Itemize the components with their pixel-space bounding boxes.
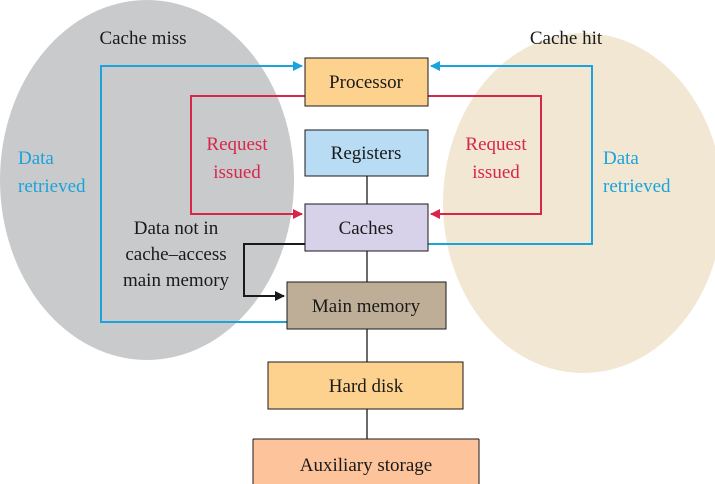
left-request-label: Request bbox=[206, 134, 268, 155]
left-retrieved-label: retrieved bbox=[18, 176, 86, 197]
request-issued-right-arrow bbox=[428, 95, 542, 219]
data-not-in-label: Data not in bbox=[134, 218, 219, 239]
left-data-label: Data bbox=[18, 148, 54, 169]
registers-label: Registers bbox=[331, 143, 402, 164]
main-memory-box: Main memory bbox=[286, 281, 447, 330]
auxiliary-storage-box: Auxiliary storage bbox=[252, 438, 480, 484]
cache-hit-title: Cache hit bbox=[530, 28, 603, 49]
data-retrieved-miss-arrow bbox=[100, 61, 303, 323]
main-memory-label: Main memory bbox=[312, 296, 421, 317]
processor-label: Processor bbox=[329, 72, 404, 93]
data-retrieved-hit-arrow bbox=[428, 61, 593, 245]
hard-disk-label: Hard disk bbox=[329, 376, 404, 397]
main-memory-annotation-label: main memory bbox=[123, 270, 230, 291]
hard-disk-box: Hard disk bbox=[267, 361, 464, 410]
cache-hit-region bbox=[443, 33, 715, 373]
caches-box: Caches bbox=[304, 203, 429, 252]
auxiliary-storage-label: Auxiliary storage bbox=[300, 455, 432, 476]
registers-box: Registers bbox=[304, 129, 429, 177]
right-retrieved-label: retrieved bbox=[603, 176, 671, 197]
cache-miss-region bbox=[0, 0, 294, 360]
left-issued-label: issued bbox=[213, 162, 261, 183]
right-request-label: Request bbox=[465, 134, 527, 155]
cache-access-label: cache–access bbox=[125, 244, 226, 265]
right-data-label: Data bbox=[603, 148, 639, 169]
access-main-memory-arrow bbox=[243, 243, 305, 301]
request-issued-left-arrow bbox=[190, 95, 305, 219]
right-issued-label: issued bbox=[472, 162, 520, 183]
cache-miss-title: Cache miss bbox=[99, 28, 186, 49]
processor-box: Processor bbox=[304, 57, 429, 107]
caches-label: Caches bbox=[339, 218, 394, 239]
